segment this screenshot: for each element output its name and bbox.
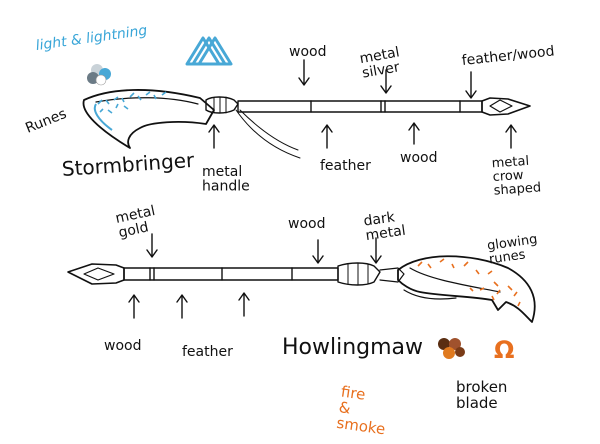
howlingmaw-broken-blade [397,255,536,323]
bottom-weapon-name: Howlingmaw [282,335,423,360]
valknut-triangles-icon [185,36,233,66]
bottom-blade-runes [417,258,521,307]
top-wood-label-bottom: wood [400,150,437,166]
top-runes-label: Runes [23,106,69,137]
omega-icon: Ω [494,336,514,364]
top-feather-wood-label: feather/wood [461,43,555,69]
bottom-color-swatches [438,338,465,359]
top-color-swatches [87,64,111,86]
top-theme-label: light & lightning [35,23,149,55]
howlingmaw-shaft [67,262,405,286]
top-feather-label: feather [320,158,371,174]
bottom-metal-gold-label: metalgold [114,203,160,241]
bottom-theme-label: fire&smoke [335,383,390,439]
top-wood-label-1: wood [289,44,326,60]
bottom-wood-label-bottom: wood [104,338,141,354]
stormbringer-blade [82,89,215,149]
top-metal-silver-label: metalsilver [358,44,403,81]
top-tip-label: metalcrowshaped [491,153,541,199]
bottom-glowing-runes-label: glowingrunes [486,232,540,267]
bottom-wood-label-top: wood [288,216,325,232]
bottom-feather-label: feather [182,344,233,360]
top-blade-runes [97,91,167,114]
top-weapon-name: Stormbringer [61,148,196,181]
bottom-dark-metal-label: darkmetal [363,208,407,244]
stormbringer-shaft [205,96,531,159]
